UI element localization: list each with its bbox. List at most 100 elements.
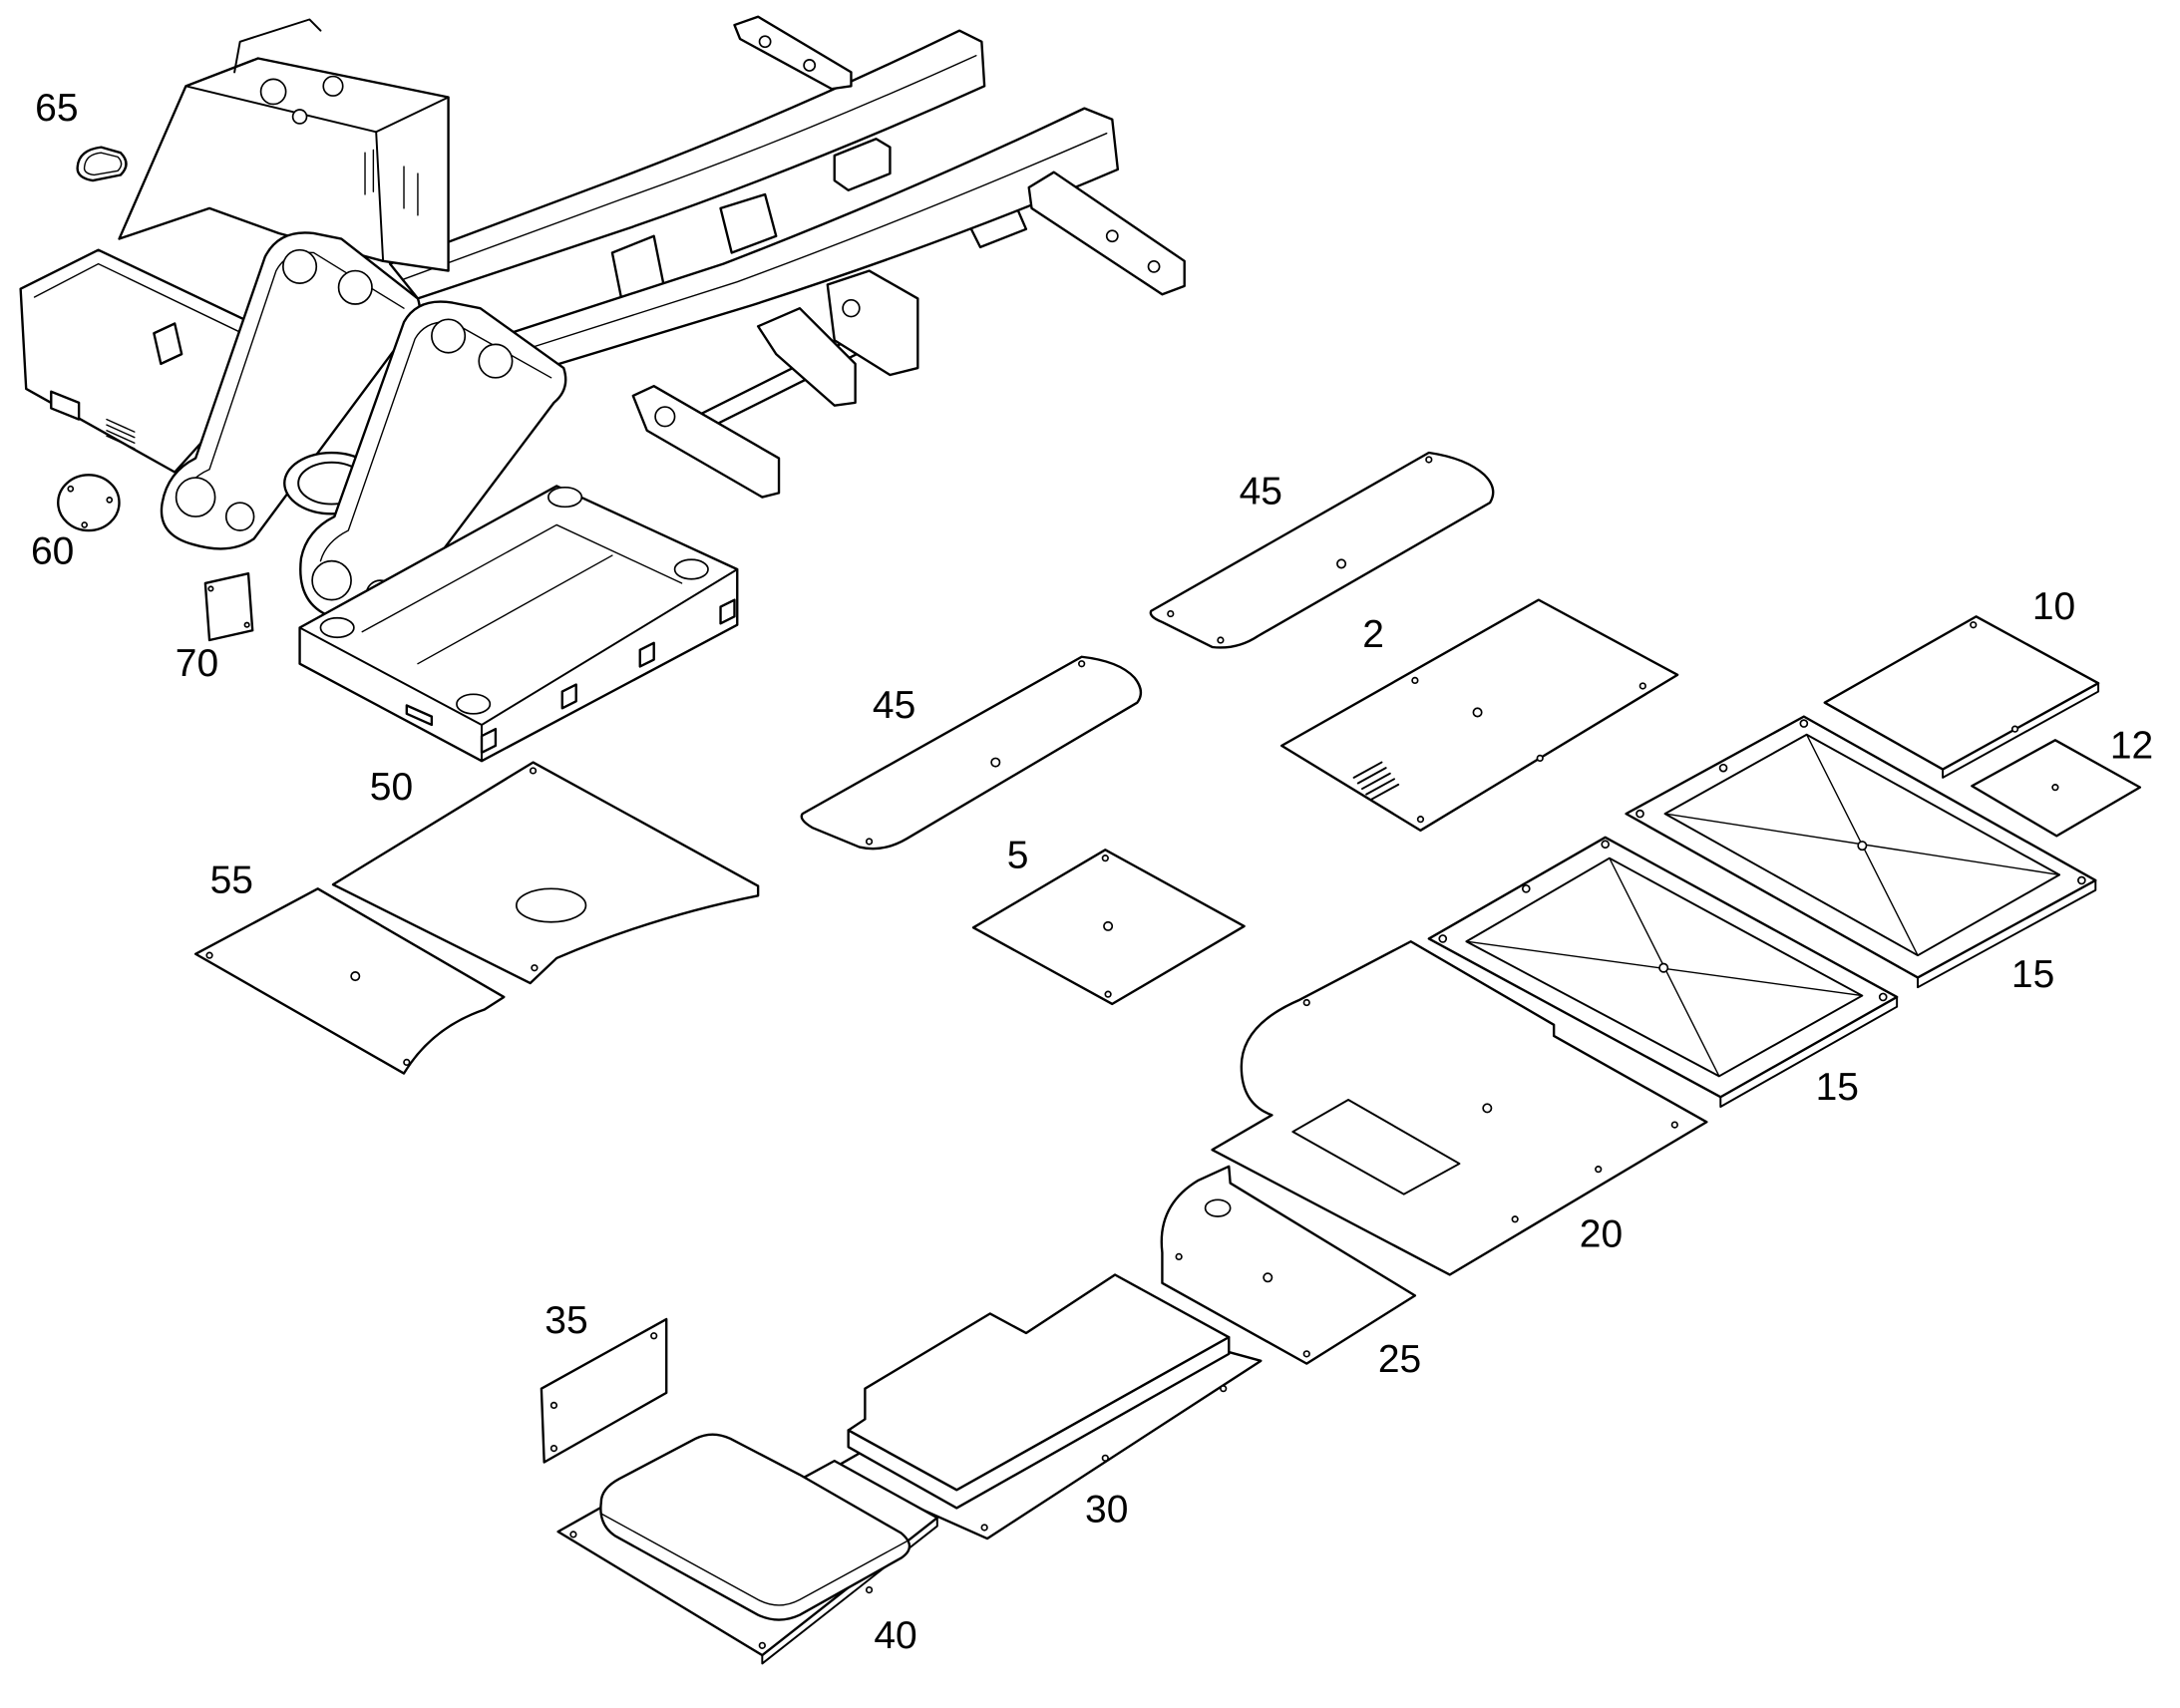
bolt-hole [243,621,250,628]
lower-base-frame [298,485,739,763]
callout-50: 50 [370,766,413,809]
callout-40: 40 [874,1614,916,1657]
boom-pin-bore [311,559,352,601]
bolt-hole [1220,1385,1228,1393]
box-cutout [50,390,81,421]
part-60-round-cover [57,474,121,532]
part-65-cover [76,146,128,182]
slot-pattern [1352,761,1400,802]
bolt-hole [1521,883,1531,893]
bolt-hole [865,838,874,846]
filler-cap [259,78,287,106]
bolt-hole [2077,875,2086,885]
callout-45-upper: 45 [1240,471,1282,513]
center-hole [1336,558,1347,569]
part-25-plate [1160,1165,1417,1365]
center-hole [1472,707,1483,718]
cushion-edge [600,1513,908,1606]
callout-labels: 65 60 70 45 2 10 12 45 50 55 5 15 15 20 … [31,87,2153,1657]
tank-tower [118,57,450,272]
bolt-hole [758,1641,766,1649]
side-beam-right [500,107,1120,374]
base-plate-square [480,727,498,755]
bolt-hole [1638,682,1646,690]
bolt-hole [1438,934,1448,943]
beam-edge-line [514,133,1108,354]
bolt-hole [2010,725,2019,733]
bolt-hole [1595,1166,1603,1174]
mount-boss [456,693,492,715]
callout-10: 10 [2032,585,2075,628]
access-opening [515,887,587,923]
boom-pin-bore [224,502,255,531]
bolt-hole [67,485,75,493]
center-hole [1103,920,1114,931]
main-frame-assembly [19,15,1186,763]
bolt-hole [81,521,89,528]
part-10-plate [1823,615,2100,779]
base-plate-square [638,641,655,668]
center-hole [350,971,361,982]
mat-cushion [599,1433,911,1621]
part-45-lower-plate [800,655,1143,851]
filler-cap [291,109,308,125]
bolt-hole [1101,854,1109,862]
bolt-hole [1718,763,1728,773]
boom-pin-bore [337,269,373,305]
mount-boss [319,616,355,639]
callout-5: 5 [1007,834,1029,876]
bolt-hole [1147,259,1161,273]
bolt-hole [1078,660,1086,668]
bolt-hole [207,585,214,592]
panel-edge-strip [1719,995,1899,1108]
boom-pin-bore [282,248,318,284]
base-slot [405,704,434,727]
bolt-hole [1799,719,1809,728]
part-20-plate [1211,940,1708,1276]
base-inner-rail [361,523,683,665]
bolt-hole [1411,676,1419,685]
tower-handle [233,18,322,74]
side-beam-left [388,29,986,300]
callout-2: 2 [1362,613,1384,656]
part-40-mat [556,1433,938,1665]
center-hole [990,757,1001,768]
callout-55: 55 [210,858,253,901]
floor-plate [193,887,506,1075]
belly-plate [1149,451,1495,649]
bolt-hole [1104,990,1112,998]
bolt-hole [1302,998,1310,1007]
boom-pin-bore [431,318,467,354]
pin-hole [654,406,676,428]
bolt-hole [1101,1454,1109,1462]
callout-70: 70 [176,642,218,685]
bolt-hole [403,1058,411,1067]
base-plate-square [719,598,736,625]
bolt-hole [1167,609,1175,618]
support-bracket [756,306,857,407]
callout-65: 65 [35,87,78,130]
part-5-plate [971,849,1246,1006]
center-hole [2051,784,2059,792]
bolt-hole [758,35,772,49]
cross-bracket [719,192,778,254]
bolt-hole [1536,754,1544,763]
cover-inner-edge [83,152,123,176]
bolt-hole [549,1401,558,1410]
callout-15-right: 15 [2011,953,2054,996]
center-hole [1658,962,1669,973]
part-15-right-panel [1625,715,2097,989]
part-70-square-cover [203,571,254,642]
bolt-hole [1878,992,1888,1002]
bolt-hole [1425,456,1433,464]
bolt-hole [569,1531,577,1538]
filler-cap [322,75,344,97]
cross-bracket [833,138,892,191]
bolt-hole [529,767,538,775]
panel-edge-strip [1917,878,2097,989]
bolt-hole [1635,809,1644,819]
part-2-plate [1280,598,1679,833]
bolt-hole [980,1524,988,1532]
bolt-hole [1511,1215,1519,1223]
